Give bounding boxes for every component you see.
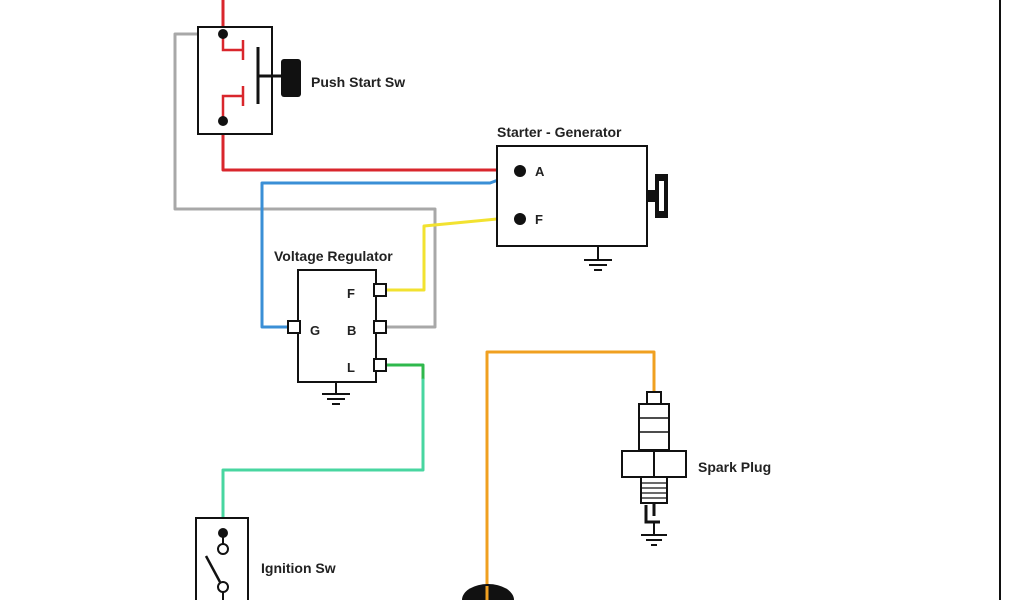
voltage-regulator: Voltage Regulator F B L G xyxy=(274,248,393,405)
vr-terminal-f-pad xyxy=(373,283,387,297)
terminal-a-label: A xyxy=(535,164,545,179)
push-start-switch-box xyxy=(197,26,273,135)
vr-terminal-g-label: G xyxy=(310,323,320,338)
push-start-label: Push Start Sw xyxy=(311,74,405,90)
starter-generator-label: Starter - Generator xyxy=(497,124,622,140)
vr-terminal-b-label: B xyxy=(347,323,356,338)
wire-red xyxy=(221,119,522,172)
vr-terminal-g-pad xyxy=(287,320,301,334)
vr-terminal-l-pad xyxy=(373,358,387,372)
ground-symbol xyxy=(584,246,612,271)
vr-terminal-b-pad xyxy=(373,320,387,334)
wire-green-dark xyxy=(383,363,425,382)
terminal-f-dot xyxy=(514,213,526,225)
terminal-a-dot xyxy=(514,165,526,177)
terminal-f-label: F xyxy=(535,212,543,227)
ignition-switch: Ignition Sw xyxy=(195,517,336,605)
starter-generator: Starter - Generator A F xyxy=(496,124,668,271)
switch-icon xyxy=(204,555,222,583)
push-start-switch: Push Start Sw xyxy=(197,26,405,135)
ground-symbol xyxy=(322,382,350,405)
ignition-switch-label: Ignition Sw xyxy=(261,560,336,576)
ignition-coil xyxy=(462,584,514,600)
spark-plug-label: Spark Plug xyxy=(698,459,771,475)
vr-terminal-l-label: L xyxy=(347,360,355,375)
vr-terminal-f-label: F xyxy=(347,286,355,301)
voltage-regulator-label: Voltage Regulator xyxy=(274,248,393,264)
push-switch-terminal-top xyxy=(218,29,228,39)
starter-generator-box xyxy=(496,145,648,247)
pulley-icon xyxy=(647,174,668,218)
push-button-knob xyxy=(281,59,301,97)
ground-symbol xyxy=(641,522,667,546)
wire-green xyxy=(221,378,425,533)
wire-gray xyxy=(173,32,437,329)
push-switch-terminal-bottom xyxy=(218,116,228,126)
spark-plug: Spark Plug xyxy=(621,391,771,546)
wire-orange xyxy=(485,350,656,602)
